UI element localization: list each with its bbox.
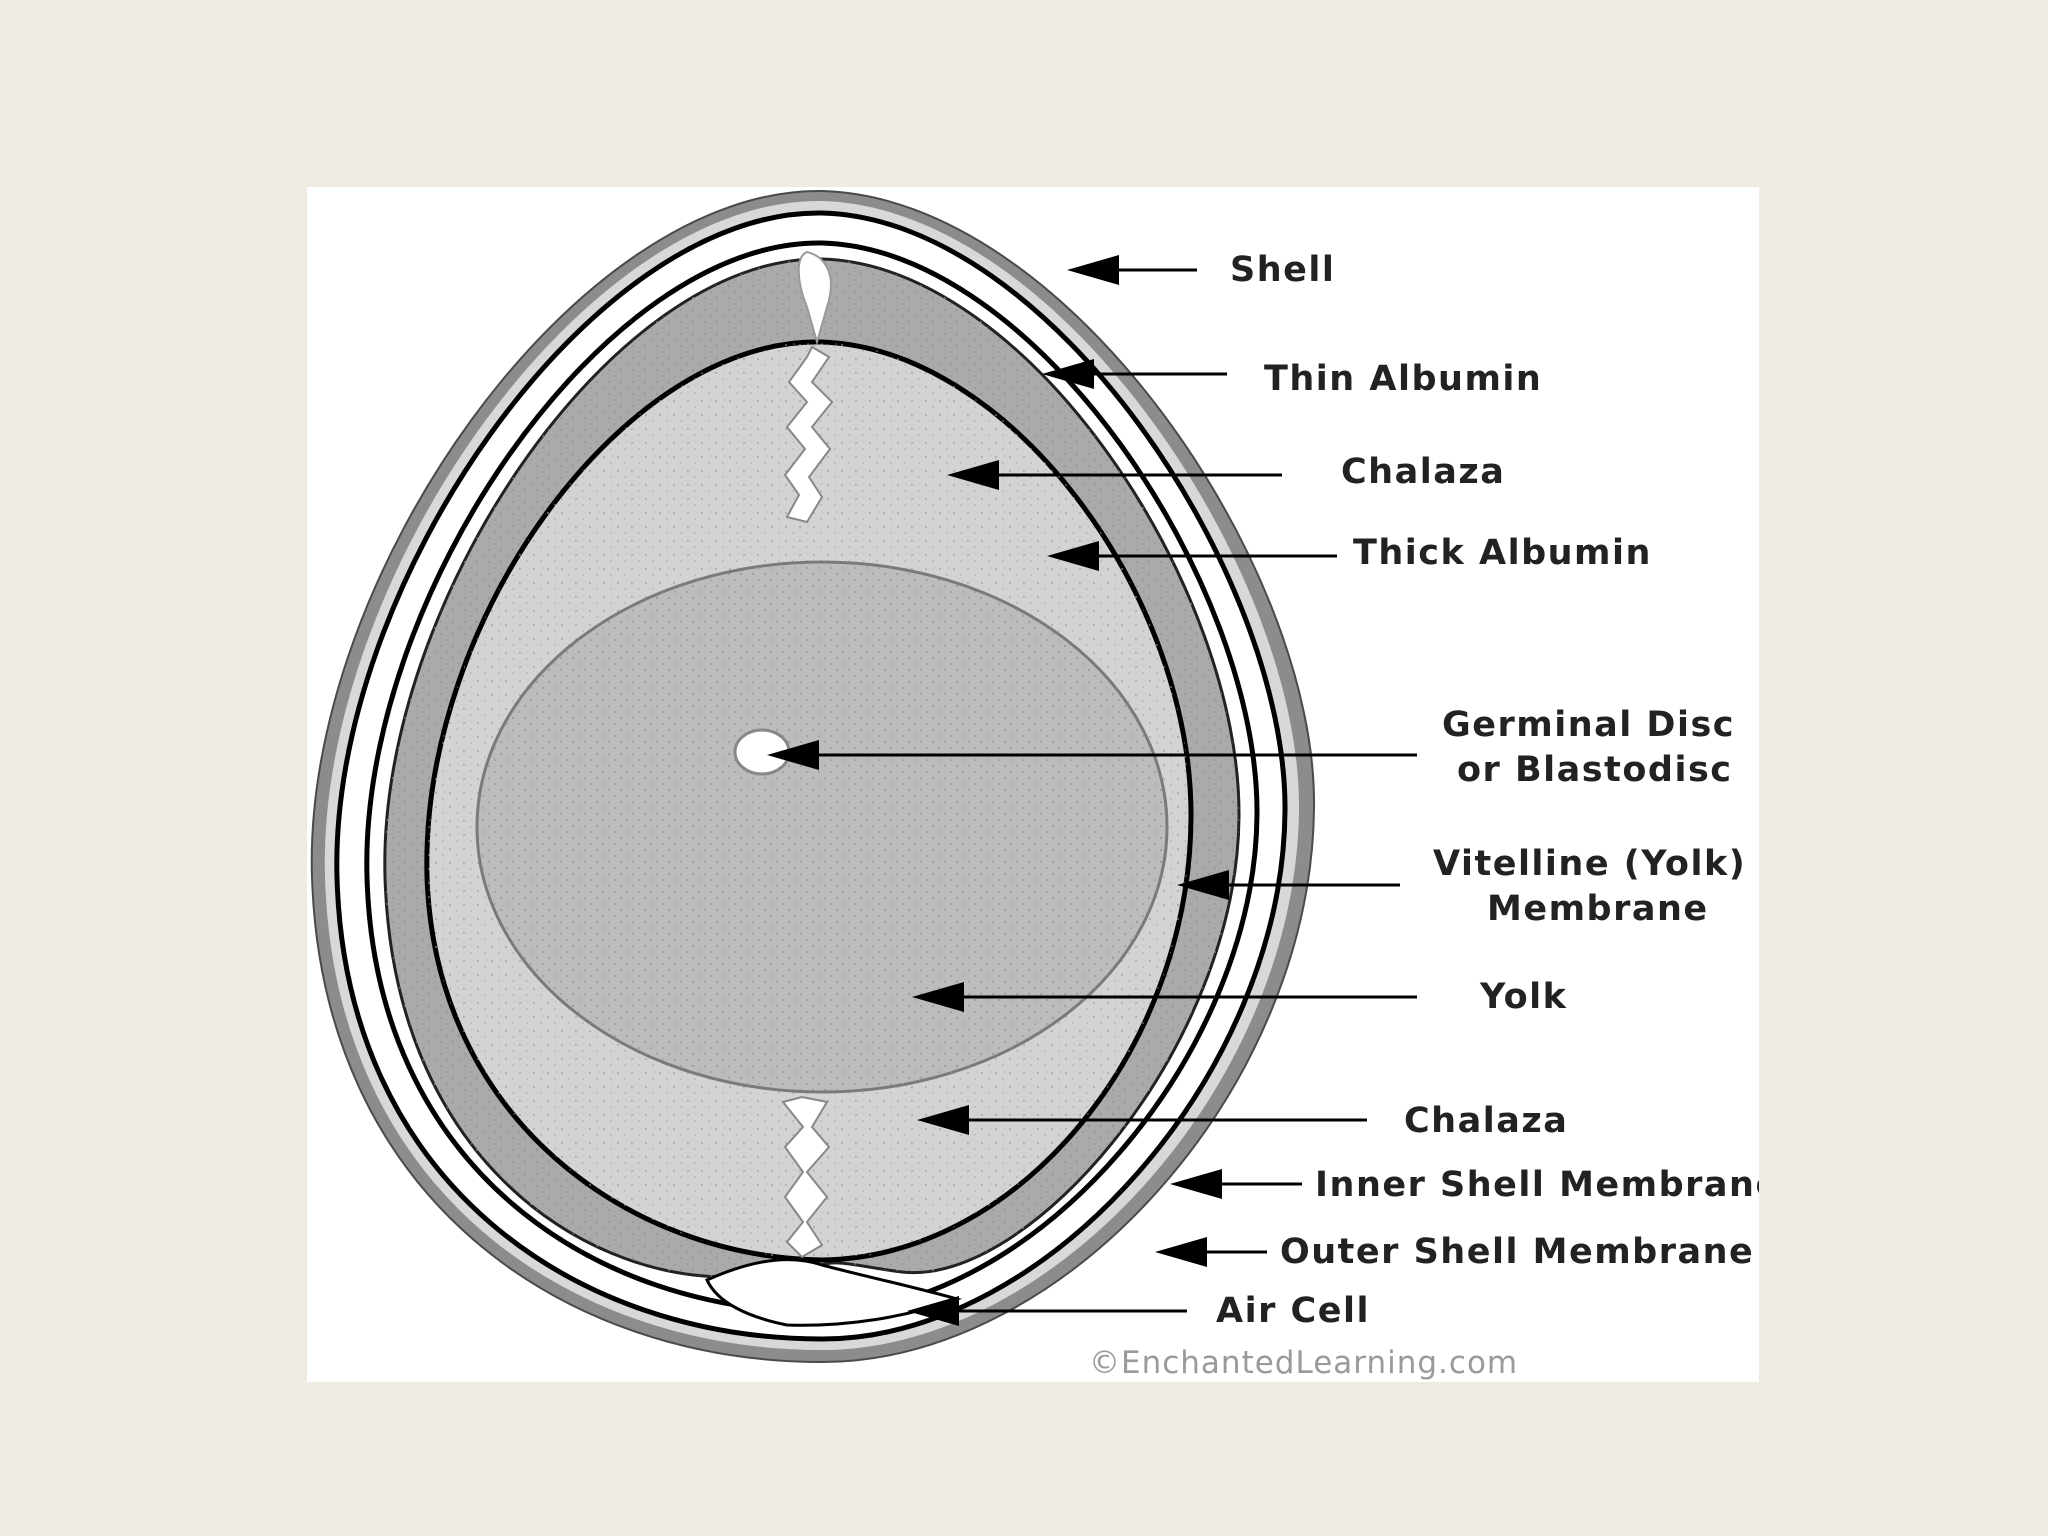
chalaza-bottom — [781, 1095, 831, 1259]
pointer-arrows — [767, 255, 1417, 1326]
label-thin-albumin: Thin Albumin — [1264, 359, 1542, 399]
label-chalaza-top: Chalaza — [1341, 452, 1505, 492]
label-yolk: Yolk — [1479, 977, 1567, 1017]
label-shell: Shell — [1230, 250, 1335, 290]
label-thick-albumin: Thick Albumin — [1353, 533, 1652, 573]
label-inner-shell-membrane: Inner Shell Membrane — [1315, 1165, 1759, 1205]
label-air-cell: Air Cell — [1216, 1291, 1370, 1331]
egg-diagram: Shell Thin Albumin Chalaza Thick Albumin… — [310, 189, 1759, 1381]
label-outer-shell-membrane: Outer Shell Membrane — [1280, 1232, 1754, 1272]
credit-text: ©EnchantedLearning.com — [1089, 1345, 1518, 1381]
egg-diagram-panel: Shell Thin Albumin Chalaza Thick Albumin… — [307, 187, 1759, 1382]
label-membrane: Membrane — [1487, 889, 1709, 929]
label-vitelline: Vitelline (Yolk) — [1433, 844, 1746, 884]
chalaza-top — [783, 345, 834, 524]
label-chalaza-bottom: Chalaza — [1404, 1101, 1568, 1141]
label-germinal-disc: Germinal Disc — [1442, 705, 1735, 745]
label-blastodisc: or Blastodisc — [1457, 750, 1733, 790]
